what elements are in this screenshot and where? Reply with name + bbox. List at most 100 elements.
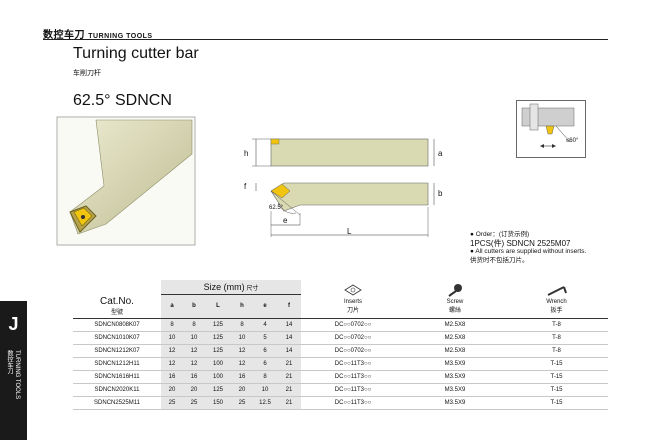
cell-screw: M3.5X9 bbox=[405, 396, 505, 410]
cell-a: 8 bbox=[161, 318, 183, 332]
order-example: 1PCS(件) SDNCN 2525M07 bbox=[470, 238, 571, 248]
cell-b: 20 bbox=[183, 383, 205, 397]
cell-L: 150 bbox=[205, 396, 231, 410]
section-header-en: TURNING TOOLS bbox=[88, 33, 153, 40]
cell-h: 25 bbox=[231, 396, 253, 410]
cell-insert: DC○○0702○○ bbox=[301, 318, 405, 332]
chapter-label: TURNING TOOLS 数控车刀 bbox=[5, 350, 21, 399]
supplied-note-en: ● All cutters are supplied without inser… bbox=[470, 248, 587, 255]
cell-a: 16 bbox=[161, 370, 183, 384]
cell-cat: SDNCN2020K11 bbox=[73, 383, 161, 397]
clamp-angle-label: ≤60° bbox=[566, 138, 579, 144]
page-title: Turning cutter bar bbox=[73, 45, 199, 62]
cell-L: 100 bbox=[205, 370, 231, 384]
cell-b: 10 bbox=[183, 331, 205, 345]
cell-a: 12 bbox=[161, 344, 183, 358]
col-h-header: h bbox=[231, 294, 253, 319]
cell-L: 125 bbox=[205, 344, 231, 358]
cell-b: 25 bbox=[183, 396, 205, 410]
cell-insert: DC○○11T3○○ bbox=[301, 370, 405, 384]
cell-h: 10 bbox=[231, 331, 253, 345]
cell-a: 10 bbox=[161, 331, 183, 345]
cell-screw: M3.5X9 bbox=[405, 357, 505, 371]
cell-cat: SDNCN1616H11 bbox=[73, 370, 161, 384]
cell-screw: M2.5X8 bbox=[405, 331, 505, 345]
cell-cat: SDNCN0808K07 bbox=[73, 318, 161, 332]
col-a-header: a bbox=[161, 294, 183, 319]
screw-icon bbox=[448, 284, 462, 298]
wrench-icon bbox=[547, 286, 567, 297]
dim-f-label: f bbox=[244, 182, 247, 191]
cell-f: 21 bbox=[277, 396, 301, 410]
dim-angle-label: 62.5° bbox=[269, 205, 284, 211]
order-notes: ● Order：(订货示例) 1PCS(件) SDNCN 2525M07 ● A… bbox=[470, 231, 586, 265]
section-header-cn: 数控车刀 bbox=[43, 30, 85, 41]
insert-icon bbox=[344, 284, 362, 296]
cell-cat: SDNCN1212H11 bbox=[73, 357, 161, 371]
cell-insert: DC○○0702○○ bbox=[301, 344, 405, 358]
dim-L-label: L bbox=[347, 227, 352, 236]
cell-f: 21 bbox=[277, 357, 301, 371]
cell-screw: M3.5X9 bbox=[405, 370, 505, 384]
cell-wrench: T-8 bbox=[505, 331, 608, 345]
dim-h-label: h bbox=[244, 149, 249, 158]
model-name: 62.5° SDNCN bbox=[73, 92, 172, 109]
cell-e: 10 bbox=[253, 383, 277, 397]
col-e-header: e bbox=[253, 294, 277, 319]
cell-insert: DC○○0702○○ bbox=[301, 331, 405, 345]
cell-h: 20 bbox=[231, 383, 253, 397]
cell-h: 12 bbox=[231, 357, 253, 371]
cell-e: 12.5 bbox=[253, 396, 277, 410]
chapter-tab bbox=[0, 301, 27, 440]
cell-e: 6 bbox=[253, 344, 277, 358]
cell-a: 12 bbox=[161, 357, 183, 371]
col-b-header: b bbox=[183, 294, 205, 319]
cell-wrench: T-8 bbox=[505, 344, 608, 358]
dim-a-label: a bbox=[438, 149, 443, 158]
cell-b: 16 bbox=[183, 370, 205, 384]
cell-cat: SDNCN2525M11 bbox=[73, 396, 161, 410]
clamp-detail-diagram bbox=[516, 100, 586, 158]
cell-b: 8 bbox=[183, 318, 205, 332]
cat-no-header: Cat.No.型號 bbox=[73, 294, 161, 319]
cell-e: 4 bbox=[253, 318, 277, 332]
cell-h: 16 bbox=[231, 370, 253, 384]
chapter-label-en: TURNING TOOLS bbox=[14, 350, 20, 400]
cell-f: 14 bbox=[277, 344, 301, 358]
cell-insert: DC○○11T3○○ bbox=[301, 383, 405, 397]
cell-a: 25 bbox=[161, 396, 183, 410]
cell-e: 6 bbox=[253, 357, 277, 371]
cell-wrench: T-8 bbox=[505, 318, 608, 332]
cell-L: 125 bbox=[205, 318, 231, 332]
dim-e-label: e bbox=[283, 216, 288, 225]
chapter-label-cn: 数控车刀 bbox=[6, 350, 12, 374]
cell-a: 20 bbox=[161, 383, 183, 397]
cell-wrench: T-15 bbox=[505, 383, 608, 397]
cell-L: 100 bbox=[205, 357, 231, 371]
cell-insert: DC○○11T3○○ bbox=[301, 396, 405, 410]
table-subheader-row: Cat.No.型號 a b L h e f bbox=[73, 294, 608, 319]
cell-cat: SDNCN1212K07 bbox=[73, 344, 161, 358]
header-divider bbox=[43, 39, 608, 40]
cell-h: 8 bbox=[231, 318, 253, 332]
cell-wrench: T-15 bbox=[505, 357, 608, 371]
supplied-note-cn: 供货时不包括刀片。 bbox=[470, 256, 529, 264]
dimension-drawing bbox=[252, 138, 435, 237]
order-label: ● Order：(订货示例) bbox=[470, 231, 530, 238]
cell-insert: DC○○11T3○○ bbox=[301, 357, 405, 371]
tool-render-image bbox=[56, 116, 196, 246]
col-f-header: f bbox=[277, 294, 301, 319]
cell-e: 5 bbox=[253, 331, 277, 345]
cell-e: 8 bbox=[253, 370, 277, 384]
cell-wrench: T-15 bbox=[505, 396, 608, 410]
cell-wrench: T-15 bbox=[505, 370, 608, 384]
cell-L: 125 bbox=[205, 331, 231, 345]
